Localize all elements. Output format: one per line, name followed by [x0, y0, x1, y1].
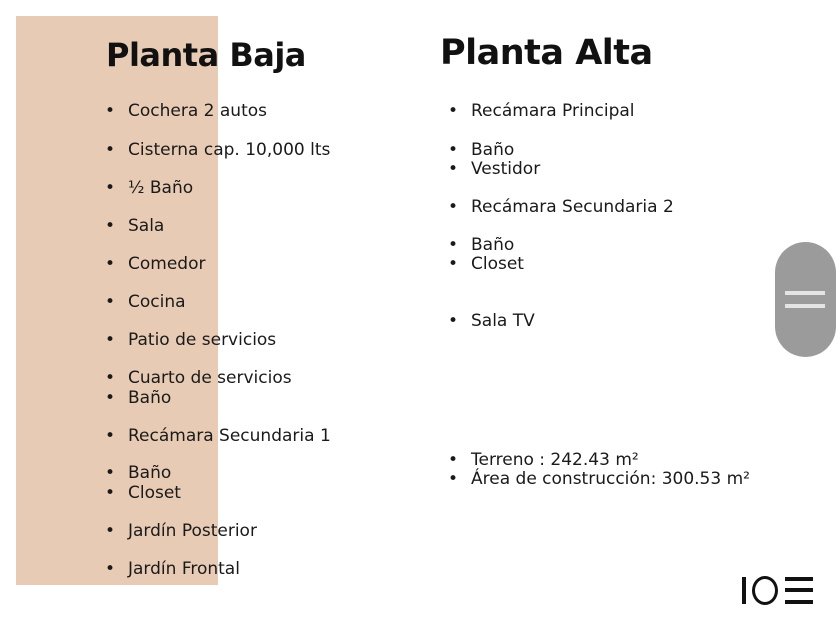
planta-baja-title: Planta Baja: [106, 36, 306, 74]
list-item: •Sala: [105, 216, 165, 236]
planta-alta-title: Planta Alta: [440, 33, 653, 73]
list-item: •Recámara Secundaria 2: [448, 197, 674, 217]
list-item: •Comedor: [105, 254, 206, 274]
list-item: •½ Baño: [105, 178, 194, 198]
area-item: •Terreno : 242.43 m²: [448, 450, 639, 470]
list-item: •Cochera 2 autos: [105, 101, 267, 121]
list-item: •Closet: [448, 254, 524, 274]
list-item: •Vestidor: [448, 159, 541, 179]
accent-block: [16, 16, 218, 585]
list-item: •Baño: [105, 463, 172, 483]
list-item: •Baño: [105, 388, 172, 408]
menu-handle-button[interactable]: [775, 242, 836, 357]
menu-icon-line: [785, 291, 825, 295]
list-item: •Jardín Posterior: [105, 521, 257, 541]
list-item: •Baño: [448, 235, 515, 255]
list-item: •Cisterna cap. 10,000 lts: [105, 140, 331, 160]
list-item: •Cuarto de servicios: [105, 368, 292, 388]
list-item: •Cocina: [105, 292, 186, 312]
area-item: •Área de construcción: 300.53 m²: [448, 469, 750, 489]
list-item: •Patio de servicios: [105, 330, 277, 350]
list-item: •Closet: [105, 483, 181, 503]
list-item: •Baño: [448, 140, 515, 160]
list-item: •Recámara Principal: [448, 101, 635, 121]
list-item: •Sala TV: [448, 311, 535, 331]
list-item: •Jardín Frontal: [105, 559, 240, 579]
list-item: •Recámara Secundaria 1: [105, 426, 331, 446]
menu-icon-line: [785, 304, 825, 308]
